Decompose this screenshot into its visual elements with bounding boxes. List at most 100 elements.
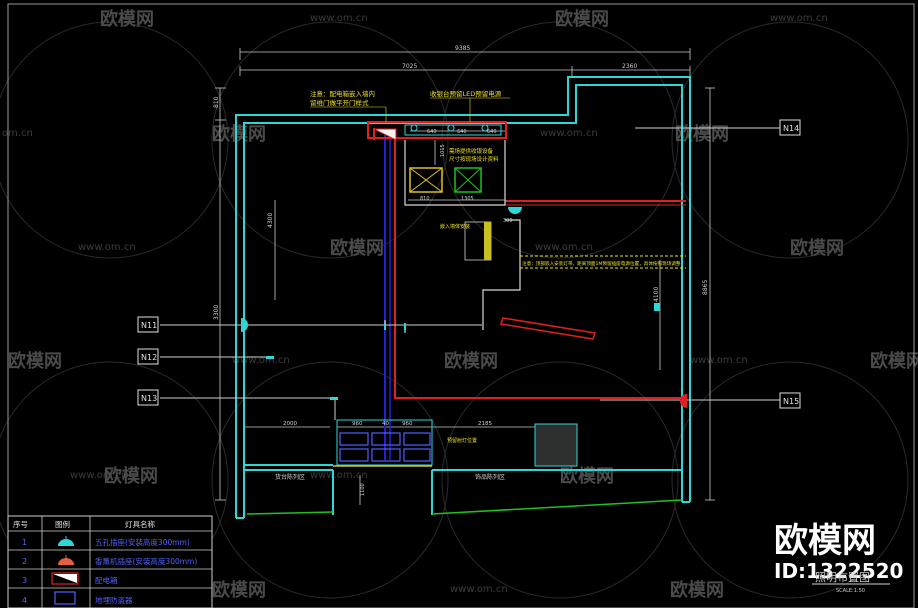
grid-tag-n15	[779, 392, 801, 409]
band-note: 注意：顶部嵌入安装灯带，距离顶面1M预留插座电源位置，具体按照现场调整	[520, 255, 686, 269]
watermark-url: www.om.cn	[450, 584, 508, 595]
watermark-brand: 欧模网	[100, 8, 154, 30]
grid-tag-n15-text: N15	[783, 397, 799, 406]
track-light-icon	[371, 448, 401, 462]
symbols	[241, 124, 687, 408]
floor-safe-box	[534, 423, 578, 467]
equipment-box-yellow	[409, 167, 443, 193]
dim-8865: 8865	[702, 280, 709, 295]
dim-1100: 1100	[360, 483, 366, 496]
dim-right-width: 2360	[622, 63, 637, 70]
dim-300: 300	[503, 218, 513, 224]
grid-tag-n11	[137, 316, 159, 333]
distribution-box-icon	[373, 128, 397, 141]
legend-header-name: 灯具名称	[125, 519, 155, 529]
outlet-icon	[447, 124, 455, 132]
note-cashier-power: 收银台预留LED预留电源	[430, 89, 502, 98]
watermark-circles	[0, 21, 909, 599]
watermark-brand: 欧模网	[870, 350, 918, 372]
watermark-brand: 欧模网	[330, 237, 384, 259]
legend-row-name: 香薰机插座(安装高度300mm)	[95, 556, 197, 566]
watermark-url: www.om.cn	[232, 355, 290, 366]
grid-tags: N14 N11 N12 N13 N15	[137, 119, 801, 409]
drawing-scale: SCALE:1:50	[836, 588, 865, 594]
equipment-box-green	[454, 167, 482, 193]
dim-810: 810	[213, 96, 220, 108]
note-distribution-box-line1: 注意：配电箱嵌入墙内	[310, 89, 375, 98]
legend-row-no: 4	[22, 596, 27, 605]
dim-3300: 3300	[213, 305, 220, 320]
exterior-wall-inner	[243, 84, 683, 518]
distribution-box-icon	[53, 574, 77, 583]
note-distribution-box-line2: 留维门做平开门样式	[310, 98, 369, 107]
watermark-brand: 欧模网	[675, 123, 729, 145]
drawing-frame	[7, 3, 915, 608]
watermark-layer: 欧模网 www.om.cn 欧模网 www.om.cn om.cn 欧模网 ww…	[0, 8, 918, 601]
note-spotlight-position: 预留射灯位置	[447, 437, 477, 444]
diagonal-beam	[500, 317, 596, 340]
grid-tag-n12-text: N12	[141, 353, 157, 362]
watermark-brand: 欧模网	[212, 579, 266, 601]
outlet-icon	[481, 124, 489, 132]
walls	[235, 76, 691, 519]
watermark-url: www.om.cn	[78, 242, 136, 253]
watermark-url: www.om.cn	[70, 470, 128, 481]
legend-row-name: 五孔插座(安装高度300mm)	[95, 537, 190, 547]
zone-left-label: 货台陈列区	[275, 473, 305, 481]
pendant-lamp-icon	[58, 539, 74, 546]
watermark-brand: 欧模网	[8, 350, 62, 372]
legend-row-no: 1	[22, 538, 27, 547]
drawing-title: 照明布置图	[815, 571, 870, 584]
track-light-icon	[339, 432, 369, 446]
zone-right-label: 饰品陈列区	[475, 473, 505, 481]
watermark-brand: 欧模网	[212, 123, 266, 145]
dim-40: 40	[382, 421, 389, 427]
watermark-url: www.om.cn	[690, 355, 748, 366]
dim-640c: 640	[487, 129, 497, 135]
track-light-icon	[403, 448, 431, 462]
dim-960b: 960	[402, 421, 413, 427]
watermark-url: www.om.cn	[770, 13, 828, 24]
grid-tag-n12	[137, 348, 159, 365]
spotlight-lamp-icon	[680, 394, 687, 408]
legend-row-name: 配电箱	[95, 575, 118, 585]
dim-total-width: 9385	[455, 45, 470, 52]
pendant-lamp-icon	[241, 318, 248, 332]
floor-edge	[246, 499, 683, 515]
note-cashier-equipment-line2: 尺寸按现场设计资料	[449, 155, 499, 163]
grid-tag-n13	[137, 389, 159, 406]
dim-left-width: 7025	[402, 63, 417, 70]
watermark-url: www.om.cn	[540, 128, 598, 139]
exterior-wall-outer	[235, 76, 691, 518]
watermark-brand: 欧模网	[670, 579, 724, 601]
track-light-group	[333, 419, 433, 467]
watermark-brand: 欧模网	[104, 465, 158, 487]
dim-1015: 1015	[440, 144, 446, 157]
counter-inner	[404, 124, 502, 136]
dim-810-b: 810	[420, 196, 430, 202]
watermark-brand: 欧模网	[555, 8, 609, 30]
watermark-url: www.om.cn	[310, 13, 368, 24]
track-light-icon	[371, 432, 401, 446]
grid-tag-n14	[779, 119, 801, 136]
watermark-brand: 欧模网	[560, 465, 614, 487]
grid-tag-n13-text: N13	[141, 394, 157, 403]
equipment	[367, 121, 596, 467]
dim-640a: 640	[427, 129, 437, 135]
note-cashier-equipment-line1: 需场提供收银设备	[449, 147, 494, 155]
legend-row-no: 3	[22, 576, 27, 585]
dim-1305: 1305	[461, 196, 474, 202]
outlet-icon	[410, 124, 418, 132]
watermark-url: www.om.cn	[310, 470, 368, 481]
legend-row-name: 地埋防盗器	[95, 595, 133, 605]
dim-640b: 640	[457, 129, 467, 135]
track-light-icon	[403, 432, 431, 446]
spotlight-lamp-icon	[58, 558, 74, 565]
legend-row-no: 2	[22, 557, 27, 566]
dim-960a: 960	[352, 421, 363, 427]
watermark-brand: 欧模网	[444, 350, 498, 372]
watermark-url: www.om.cn	[535, 242, 593, 253]
circuit-lines	[160, 127, 780, 460]
dim-4300: 4300	[267, 213, 274, 228]
